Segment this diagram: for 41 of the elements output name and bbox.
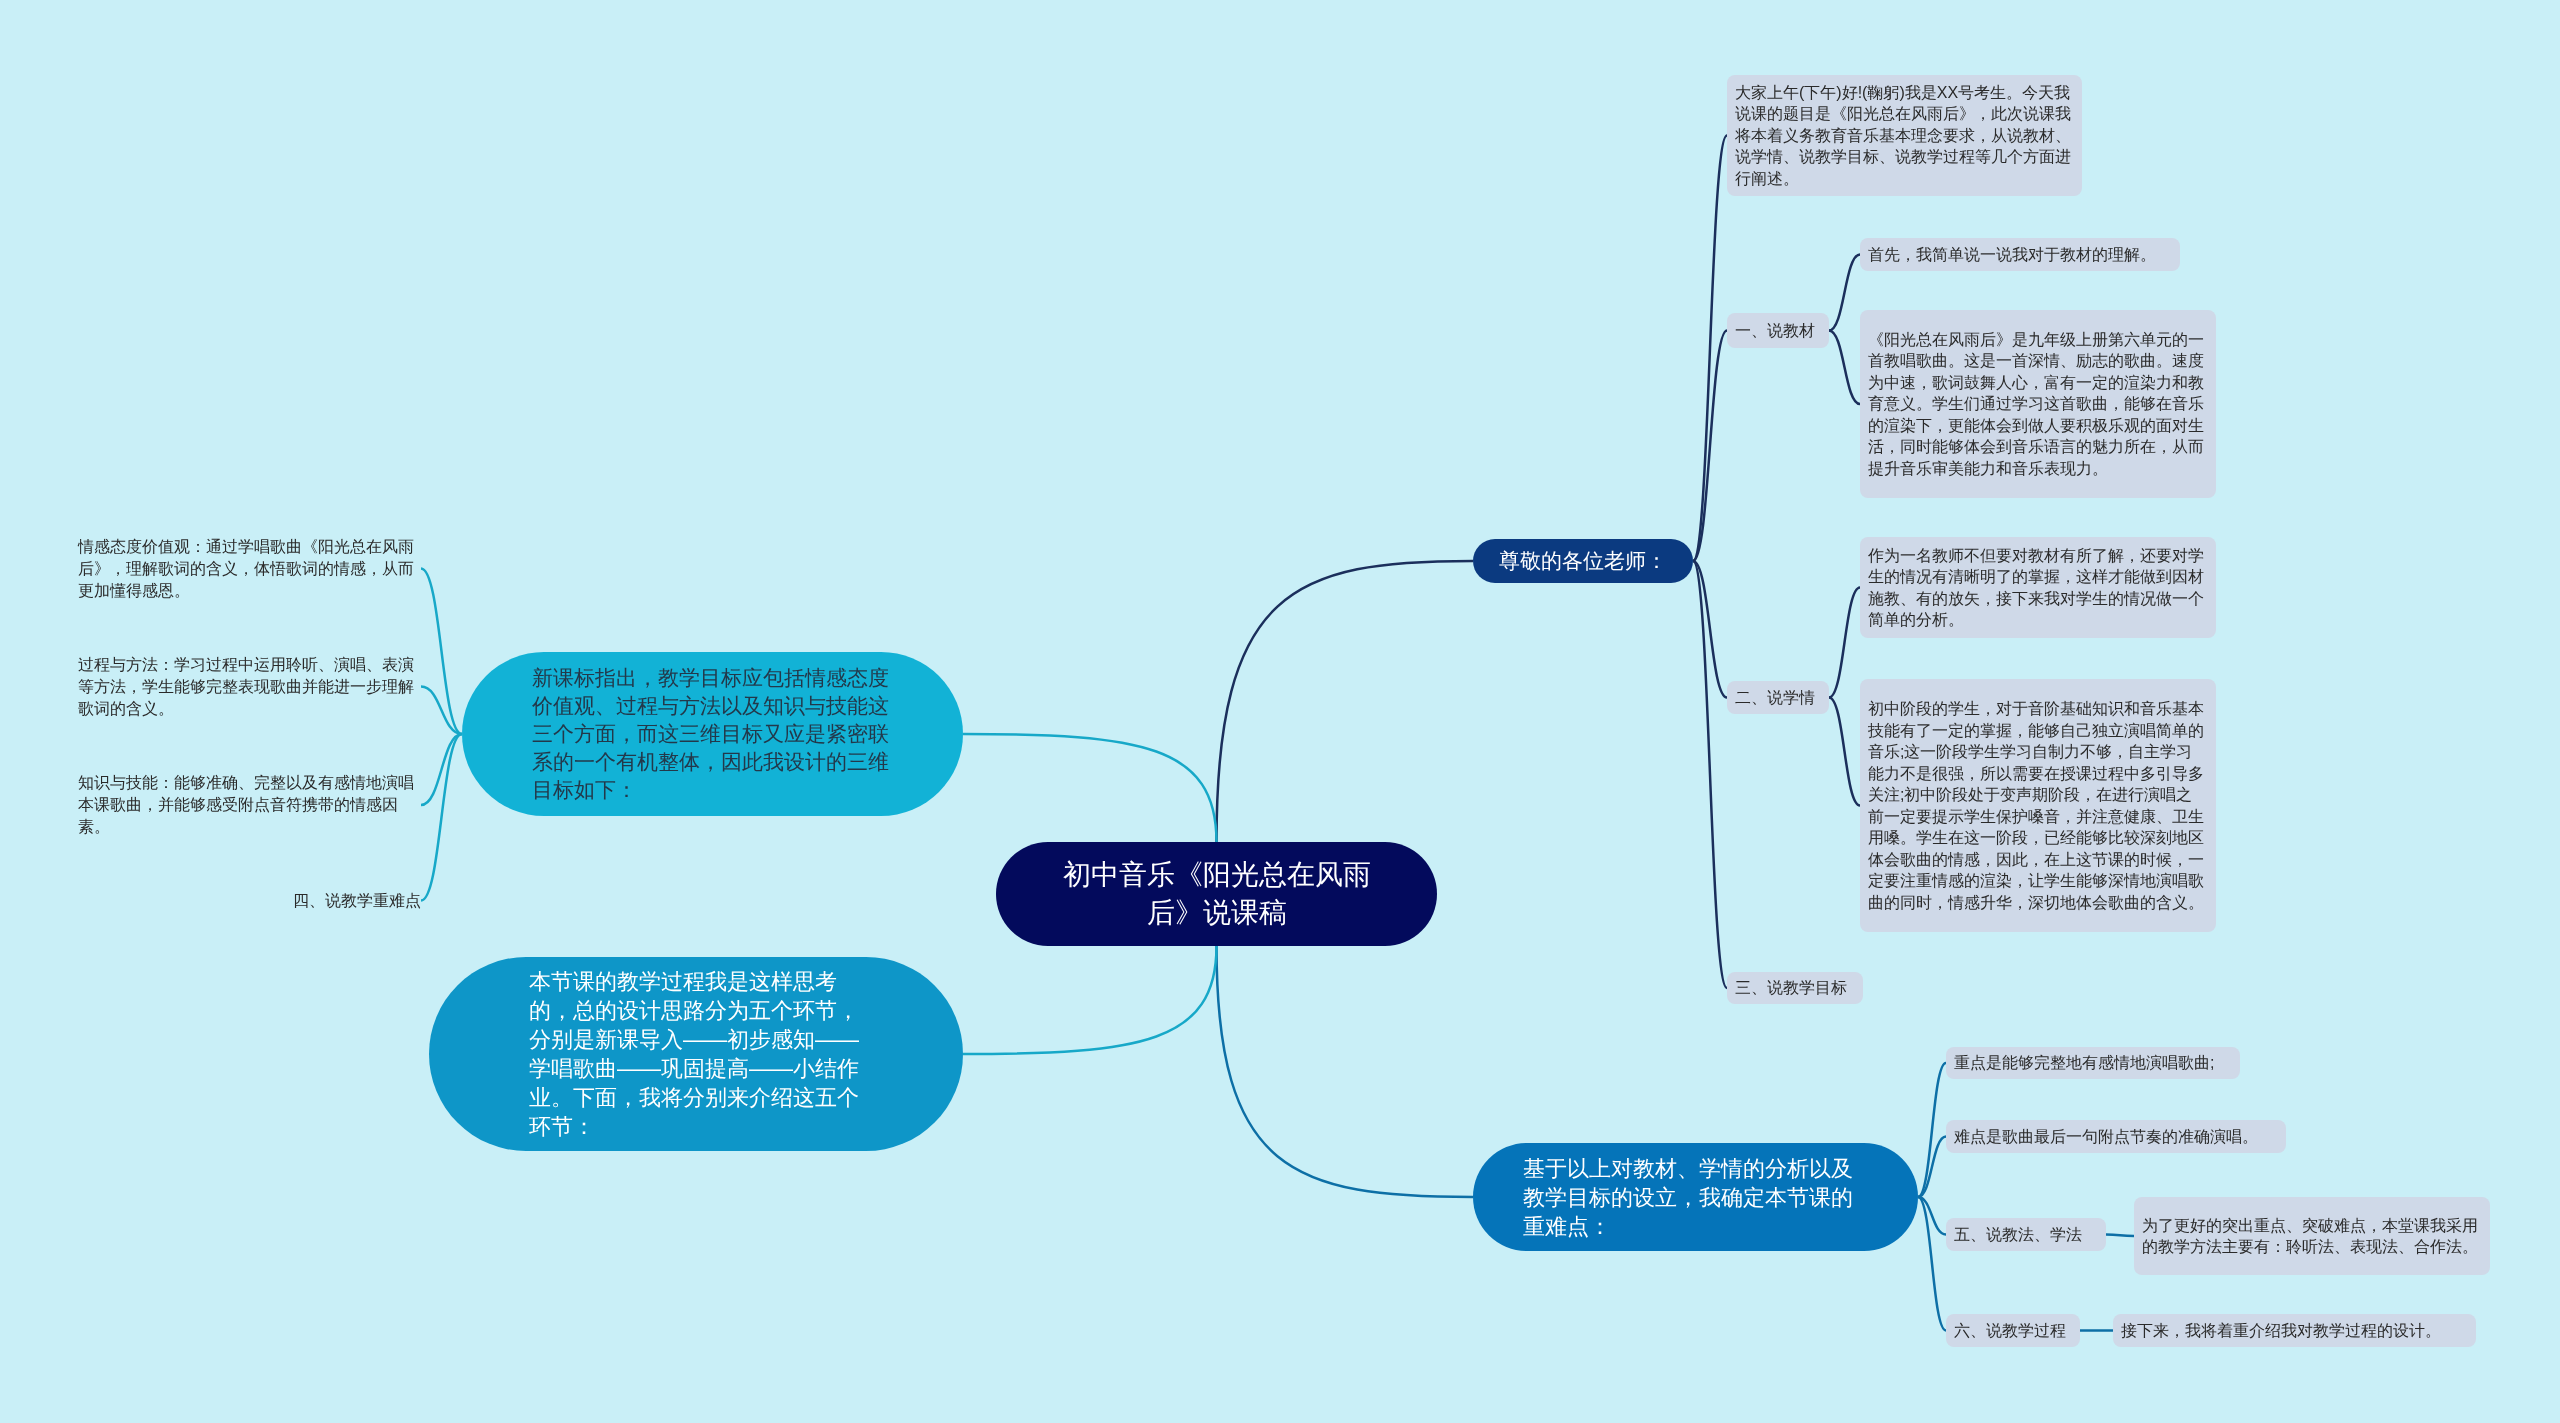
note-box: 三、说教学目标: [1727, 972, 1863, 1004]
connector: [1691, 560, 1729, 989]
connector: [1917, 1196, 1947, 1332]
root-topic-pill: 初中音乐《阳光总在风雨后》说课稿: [996, 842, 1437, 946]
connector: [420, 732, 463, 807]
connector: [420, 685, 463, 736]
note-box: 二、说学情: [1727, 681, 1829, 714]
note-box: 六、说教学过程: [1946, 1314, 2080, 1347]
connector: [1692, 329, 1728, 562]
connector: [1828, 586, 1861, 699]
note-box: 大家上午(下午)好!(鞠躬)我是XX号考生。今天我说课的题目是《阳光总在风雨后》，此次说课我将本着义务教育音乐基本理念要求，从说教材、说学情、说教学目标、说教学过程等几个方面进行阐述。: [1727, 75, 2082, 196]
topic-pill: 本节课的教学过程我是这样思考的，总的设计思路分为五个环节，分别是新课导入——初步感知——学唱歌曲——巩固提高——小结作业。下面，我将分别来介绍这五个环节：: [429, 957, 963, 1151]
connector: [1828, 696, 1861, 807]
note-box: 《阳光总在风雨后》是九年级上册第六单元的一首教唱歌曲。这是一首深情、励志的歌曲。速度为中速，歌词鼓舞人心，富有一定的渲染力和教育意义。学生们通过学习这首歌曲，能够在音乐的渲染下，更能体会到做人要积极乐观的面对生活，同时能够体会到音乐语言的魅力所在，从而提升音乐审美能力和音乐表现力。: [1860, 310, 2216, 498]
note-box: 初中阶段的学生，对于音阶基础知识和音乐基本技能有了一定的掌握，能够自己独立演唱简单的音乐;这一阶段学生学习自制力不够，自主学习能力不是很强，所以需要在授课过程中多引导多关注;初中阶段处于变声期阶段，在进行演唱之前一定要提示学生保护嗓音，并注意健康、卫生用嗓。学生在这一阶段，已经能够比较深刻地区体会歌曲的情感，因此，在上这节课的时候，一定要注重情感的渲染，让学生能够深情地演唱歌曲的同时，情感升华，深切地体会歌曲的含义。: [1860, 679, 2216, 932]
note-box: 五、说教法、学法: [1946, 1218, 2106, 1251]
note-box: 重点是能够完整地有感情地演唱歌曲;: [1946, 1047, 2240, 1079]
connector: [1692, 559, 1728, 699]
note-text: 知识与技能：能够准确、完整以及有感情地演唱本课歌曲，并能够感受附点音符携带的情感因素。: [78, 772, 421, 838]
note-box: 首先，我简单说一说我对于教材的理解。: [1860, 238, 2180, 271]
note-box: 接下来，我将着重介绍我对教学过程的设计。: [2113, 1314, 2476, 1347]
note-box: 作为一名教师不但要对教材有所了解，还要对学生的情况有清晰明了的掌握，这样才能做到因材施教、有的放矢，接下来我对学生的情况做一个简单的分析。: [1860, 537, 2216, 638]
note-box: 一、说教材: [1727, 313, 1829, 348]
connector: [1691, 134, 1729, 562]
connector: [2080, 1329, 2113, 1332]
topic-pill: 新课标指出，教学目标应包括情感态度价值观、过程与方法以及知识与技能这三个方面，而这三维目标又应是紧密联系的一个有机整体，因此我设计的三维目标如下：: [462, 652, 963, 816]
connector: [1917, 1062, 1947, 1198]
topic-pill: 基于以上对教材、学情的分析以及教学目标的设立，我确定本节课的重难点：: [1473, 1143, 1918, 1251]
connector: [420, 732, 463, 902]
connector: [963, 732, 1218, 843]
connector: [2106, 1233, 2134, 1238]
note-text: 四、说教学重难点: [258, 890, 421, 911]
note-box: 为了更好的突出重点、突破难点，本堂课我采用的教学方法主要有：聆听法、表现法、合作法。: [2134, 1197, 2490, 1275]
note-box: 难点是歌曲最后一句附点节奏的准确演唱。: [1946, 1120, 2286, 1153]
connector: [963, 945, 1218, 1056]
connector: [1828, 329, 1861, 406]
topic-pill: 尊敬的各位老师：: [1473, 539, 1693, 583]
note-text: 过程与方法：学习过程中运用聆听、演唱、表演等方法，学生能够完整表现歌曲并能进一步理解歌词的含义。: [78, 653, 421, 720]
note-text: 情感态度价值观：通过学唱歌曲《阳光总在风雨后》，理解歌词的含义，体悟歌词的情感，从而更加懂得感恩。: [78, 534, 421, 603]
connector: [1828, 253, 1861, 332]
connector: [420, 567, 463, 736]
